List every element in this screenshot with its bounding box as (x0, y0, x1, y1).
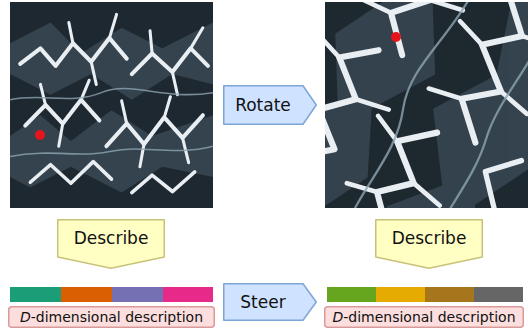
step-label: Rotate (235, 95, 291, 115)
arrow-box: Describe (375, 219, 483, 269)
red-marker (35, 130, 45, 140)
description-text: D-dimensional description (332, 309, 515, 325)
arrow-box: Rotate (223, 85, 317, 125)
text-area: Rotate (223, 85, 317, 125)
step-label: Describe (392, 228, 467, 248)
description-bar (10, 287, 213, 302)
red-marker (391, 32, 401, 42)
description-label: D-dimensional description (324, 306, 524, 328)
text-area: Steer (223, 283, 317, 321)
text-area: Describe (375, 219, 483, 269)
step-label: Describe (74, 228, 149, 248)
description-label: D-dimensional description (8, 306, 215, 328)
arrow-box: Describe (57, 219, 165, 269)
text-area: D-dimensional description (8, 306, 215, 328)
description-text: D-dimensional description (20, 309, 203, 325)
text-area: Describe (57, 219, 165, 269)
step-label: Steer (240, 292, 285, 312)
description-bar (327, 287, 523, 302)
arrow-box: Steer (223, 283, 317, 321)
text-area: D-dimensional description (324, 306, 524, 328)
